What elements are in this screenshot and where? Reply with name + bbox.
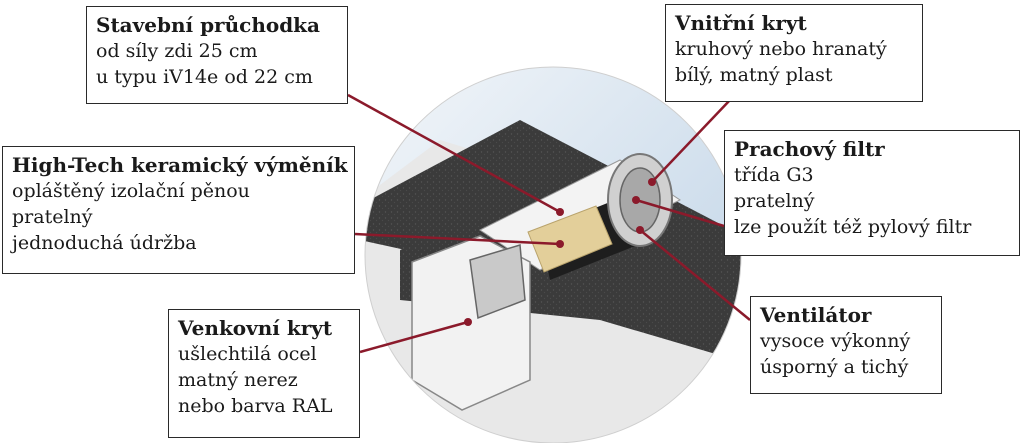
callout-ventilator: Ventilátor vysoce výkonný úsporný a tich…	[750, 296, 942, 394]
leader-hightech	[354, 232, 561, 246]
callout-line: jednoduchá údržba	[12, 232, 197, 254]
callout-line: u typu iV14e od 22 cm	[96, 66, 313, 88]
cutaway-circle	[365, 67, 741, 443]
callout-venkovni-kryt: Venkovní kryt ušlechtilá ocel matný nere…	[168, 309, 360, 438]
callout-line: pratelný	[12, 206, 93, 228]
leader-stavebni	[347, 93, 561, 214]
leader-ventilator	[639, 229, 751, 321]
callout-title: Vnitřní kryt	[675, 11, 807, 35]
callout-title: Prachový filtr	[734, 137, 885, 161]
callout-line: vysoce výkonný	[760, 330, 911, 352]
callout-line: kruhový nebo hranatý	[675, 38, 887, 60]
callout-line: třída G3	[734, 164, 814, 186]
callout-line: úsporný a tichý	[760, 356, 909, 378]
leader-prachovy	[635, 198, 725, 228]
leader-dots	[464, 178, 656, 326]
callout-line: opláštěný izolační pěnou	[12, 180, 250, 202]
callout-line: matný nerez	[178, 369, 298, 391]
callout-high-tech-vymenik: High-Tech keramický výměník opláštěný iz…	[2, 146, 355, 274]
callout-title: Venkovní kryt	[178, 316, 333, 340]
ceramic-exchanger	[527, 205, 613, 273]
callout-line: lze použít též pylový filtr	[734, 216, 972, 238]
outer-cover-opening	[469, 244, 526, 320]
leader-lines	[347, 93, 751, 354]
callout-title: High-Tech keramický výměník	[12, 153, 348, 177]
leader-vnitrni	[651, 99, 731, 183]
callout-stavebni-pruchodka: Stavební průchodka od síly zdi 25 cm u t…	[86, 6, 348, 104]
callout-line: ušlechtilá ocel	[178, 343, 317, 365]
callout-prachovy-filtr: Prachový filtr třída G3 pratelný lze pou…	[724, 130, 1020, 256]
leader-venkovni	[359, 320, 469, 354]
callout-line: pratelný	[734, 190, 815, 212]
callout-title: Stavební průchodka	[96, 13, 320, 37]
callout-vnitrni-kryt: Vnitřní kryt kruhový nebo hranatý bílý, …	[665, 4, 923, 102]
callout-line: bílý, matný plast	[675, 64, 833, 86]
callout-line: od síly zdi 25 cm	[96, 40, 258, 62]
callout-line: nebo barva RAL	[178, 395, 333, 417]
callout-title: Ventilátor	[760, 303, 872, 327]
